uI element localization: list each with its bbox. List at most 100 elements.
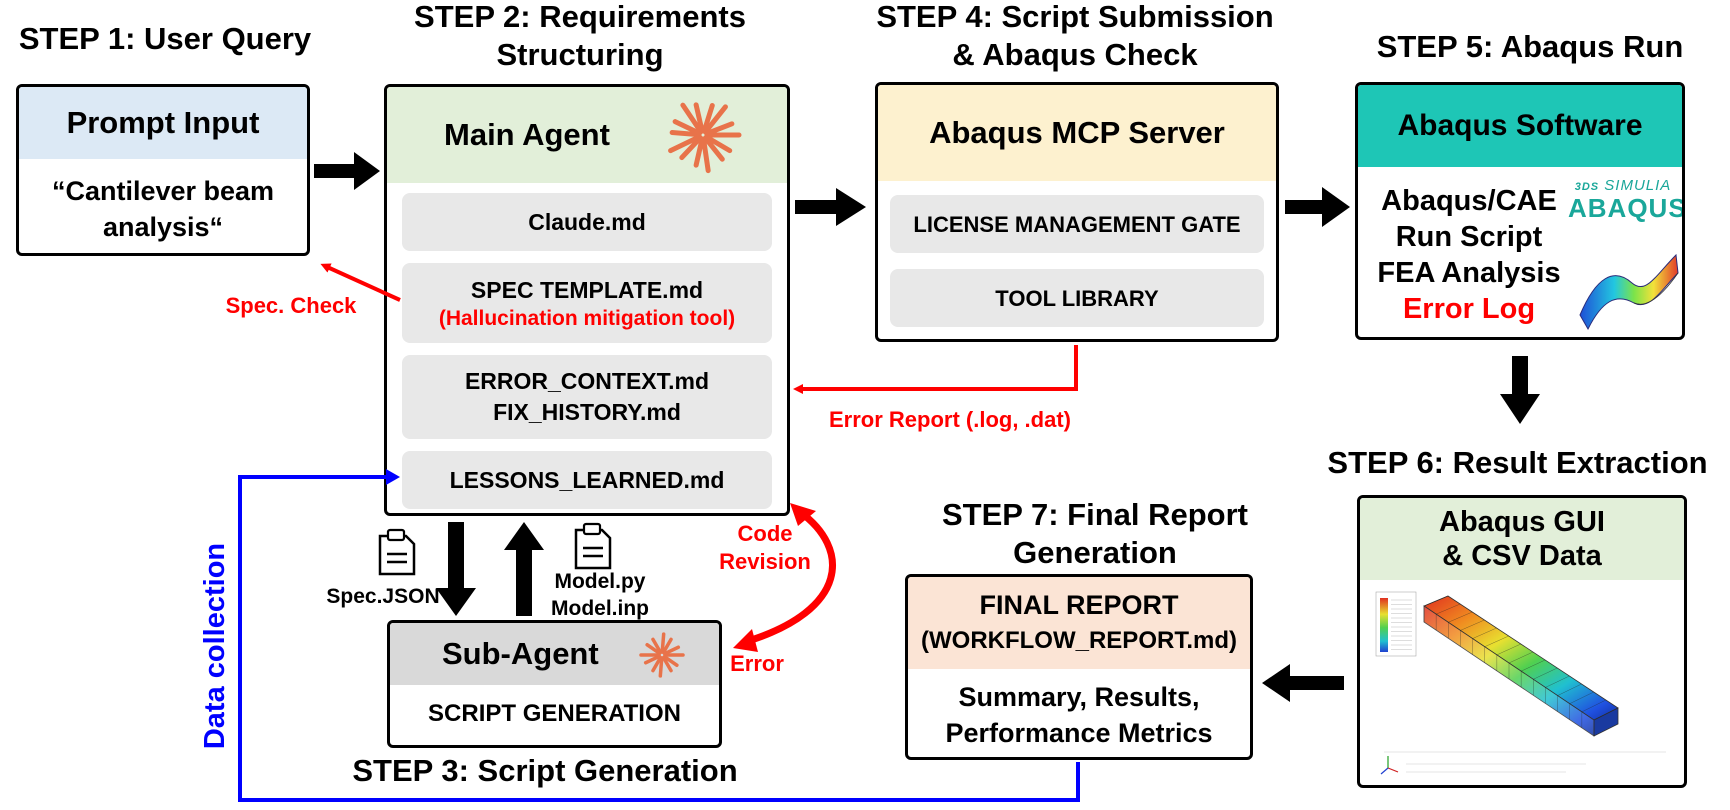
claude-logo-ray (672, 119, 702, 136)
fea-analysis-line: FEA Analysis (1377, 257, 1561, 289)
beam-mesh-line (1557, 683, 1582, 696)
model-inp-label: Model.inp (551, 597, 649, 620)
lessons-learned-item: LESSONS_LEARNED.md (402, 451, 772, 509)
claude-logo-ray (703, 134, 733, 154)
prompt-text-line2: analysis“ (102, 212, 224, 242)
error-context-label: ERROR_CONTEXT.md (464, 368, 710, 394)
simulia-brand: 3DS SIMULIA (1568, 177, 1678, 194)
prompt-text: “Cantilever beam analysis“ (19, 173, 307, 245)
arrow-main-to-mcp (795, 188, 866, 226)
claude-logo-ray (702, 135, 725, 162)
model-files-label: Model.py Model.inp (540, 568, 660, 622)
result-title-line1: Abaqus GUI (1439, 506, 1605, 538)
arrow-result-to-report (1262, 664, 1344, 702)
claude-logo-ray (693, 102, 705, 134)
spec-json-label: Spec.JSON (326, 585, 440, 608)
hallucination-note: (Hallucination mitigation tool) (438, 306, 736, 330)
prompt-input-box: Prompt Input “Cantilever beam analysis“ (16, 84, 310, 256)
abaqus-software-box: Abaqus Software Abaqus/CAE Run Script FE… (1355, 82, 1685, 340)
fix-history-label: FIX_HISTORY.md (493, 399, 681, 425)
claude-md-item: Claude.md (402, 193, 772, 251)
simulia-abaqus-logo: 3DS SIMULIA ABAQUS (1568, 177, 1685, 223)
run-script-line: Run Script (1395, 221, 1543, 253)
error-report-label: Error Report (.log, .dat) (829, 407, 1071, 432)
claude-logo-ray (701, 102, 715, 134)
beam-mesh-line (1545, 675, 1570, 688)
step4-title-line1: STEP 4: Script Submission (876, 0, 1274, 34)
claude-logo-icon (668, 102, 742, 174)
result-box: Abaqus GUI & CSV Data (1357, 495, 1687, 788)
code-revision-label: Code Revision (700, 520, 830, 576)
step7-title-line2: Generation (1013, 535, 1177, 570)
step2-title-line2: Structuring (496, 37, 664, 72)
prompt-text-line1: “Cantilever beam (51, 176, 275, 206)
step3-title: STEP 3: Script Generation (352, 753, 738, 788)
error-label: Error (730, 651, 784, 676)
tool-library-label: TOOL LIBRARY (995, 285, 1159, 311)
claude-logo-ray (680, 102, 704, 135)
step4-title-line2: & Abaqus Check (952, 37, 1198, 72)
arrow-mcp-to-abaqus (1285, 187, 1350, 227)
beam-mesh-line (1484, 635, 1509, 647)
main-agent-title: Main Agent (444, 117, 610, 152)
beam-mesh-line (1533, 667, 1558, 680)
simulia-text: SIMULIA (1604, 177, 1672, 194)
claude-logo-small-icon (639, 632, 685, 678)
abaqus-run-list: Abaqus/CAE Run Script FEA Analysis Error… (1364, 183, 1574, 327)
claude-md-label: Claude.md (528, 208, 646, 235)
error-context-item: ERROR_CONTEXT.md FIX_HISTORY.md (402, 355, 772, 439)
error-log-line: Error Log (1402, 293, 1536, 325)
model-document-icon (574, 522, 612, 570)
step5-title: STEP 5: Abaqus Run (1376, 29, 1684, 64)
sub-agent-box: Sub-Agent SCRIPT GENERATION (387, 620, 722, 748)
spec-template-item: SPEC TEMPLATE.md (Hallucination mitigati… (402, 263, 772, 343)
step2-title-line1: STEP 2: Requirements (414, 0, 746, 34)
final-report-box: FINAL REPORT (WORKFLOW_REPORT.md) Summar… (905, 574, 1253, 760)
claude-logo-ray (669, 130, 702, 138)
claude-logo-ray (702, 104, 728, 135)
step6-title: STEP 6: Result Extraction (1327, 445, 1708, 480)
beam-mesh-line (1581, 699, 1606, 713)
abaqus-gui-screenshot-icon (1375, 591, 1666, 775)
beam-mesh-line (1460, 619, 1485, 631)
claude-logo-ray (679, 135, 703, 161)
beam-mesh-line (1436, 603, 1461, 615)
report-body-line1: Summary, Results, (958, 682, 1200, 712)
code-revision-line2: Revision (719, 549, 811, 574)
model-py-label: Model.py (554, 570, 646, 593)
arrow-prompt-to-main (314, 152, 380, 190)
spec-json-document-icon (378, 528, 416, 576)
code-revision-line1: Code (737, 521, 793, 546)
final-report-title: FINAL REPORT (979, 590, 1179, 620)
workflow-report-filename: (WORKFLOW_REPORT.md) (921, 627, 1237, 654)
arrow-error-report (793, 345, 1078, 394)
sub-agent-subtitle: SCRIPT GENERATION (428, 700, 681, 727)
claude-logo-ray (668, 134, 702, 154)
arrow-abaqus-to-result (1500, 356, 1540, 424)
abaqus-logo-text: ABAQUS (1568, 193, 1685, 223)
main-agent-box: Main Agent Claude.md SPEC TEMPLATE.md (H… (384, 84, 790, 516)
spec-check-label: Spec. Check (225, 293, 357, 318)
abaqus-software-title: Abaqus Software (1358, 85, 1682, 167)
mcp-server-box: Abaqus MCP Server LICENSE MANAGEMENT GAT… (875, 82, 1279, 342)
license-gate-item: LICENSE MANAGEMENT GATE (890, 195, 1264, 253)
beam-mesh-line (1569, 691, 1594, 704)
data-collection-label: Data collection (199, 542, 231, 750)
result-header: Abaqus GUI & CSV Data (1360, 498, 1684, 580)
fea-contour-icon (1579, 253, 1679, 331)
lessons-learned-label: LESSONS_LEARNED.md (449, 466, 725, 493)
abaqus-cae-line: Abaqus/CAE (1381, 185, 1557, 217)
arrow-code-revision-head-down (733, 629, 758, 652)
claude-logo-ray (701, 136, 711, 174)
beam-mesh-line (1423, 595, 1449, 607)
final-report-body: Summary, Results, Performance Metrics (908, 679, 1250, 751)
claude-logo-ray (704, 121, 735, 137)
beam-mesh-line (1448, 611, 1473, 623)
3ds-mark: 3DS (1574, 181, 1600, 193)
sub-agent-title: Sub-Agent (442, 636, 599, 671)
arrow-sub-to-main (504, 522, 544, 616)
step7-title-line1: STEP 7: Final Report (941, 497, 1249, 532)
beam-mesh-line (1521, 659, 1546, 672)
mcp-server-title: Abaqus MCP Server (878, 85, 1276, 181)
final-report-header: FINAL REPORT (WORKFLOW_REPORT.md) (908, 577, 1250, 669)
